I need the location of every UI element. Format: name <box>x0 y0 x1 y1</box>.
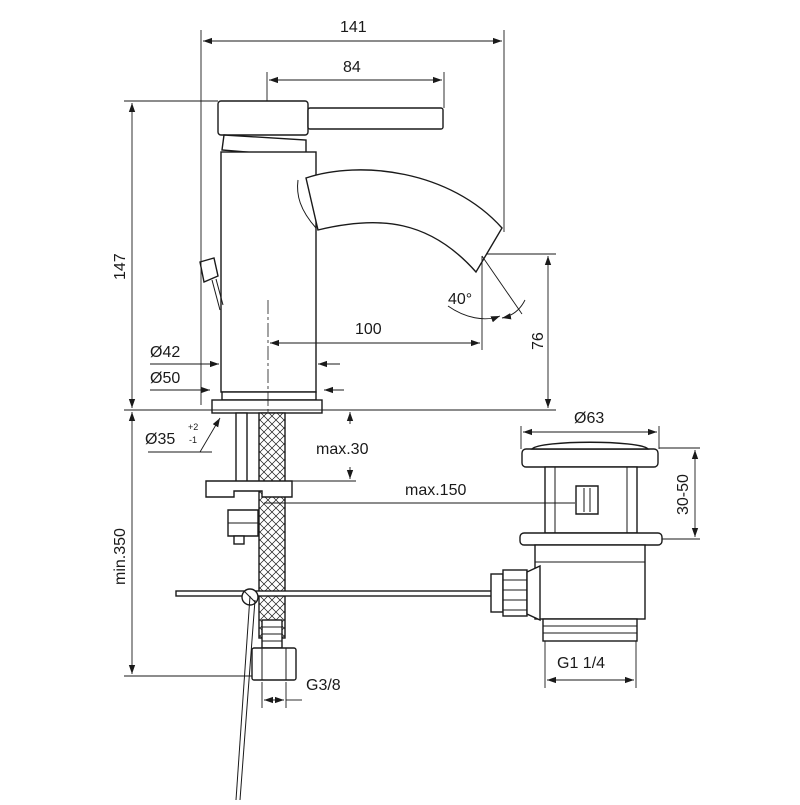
faucet-base <box>221 391 317 401</box>
supply-thread-label: G3/8 <box>306 677 341 694</box>
waste-lift-label: 30-50 <box>675 474 692 515</box>
hole-tolerance-plus-label: +2 <box>188 422 198 432</box>
dimension-labels: 141 84 147 40° 100 76 Ø42 Ø50 Ø35 +2 -1 … <box>112 19 692 694</box>
spout-reach-label: 100 <box>355 321 382 338</box>
waste-diameter-label: Ø63 <box>574 410 604 427</box>
spout-angle-label: 40° <box>448 291 472 308</box>
side-connector-nut <box>490 573 504 613</box>
faucet <box>199 100 503 415</box>
mounting-assembly <box>175 412 497 801</box>
supply-nut <box>251 647 297 681</box>
waste-flange <box>519 532 663 546</box>
max-length-label: max.150 <box>405 482 466 499</box>
total-height-label: 147 <box>112 253 129 280</box>
faucet-body <box>220 151 317 393</box>
control-rod <box>235 595 251 801</box>
spout <box>305 169 503 274</box>
waste-cap <box>521 448 659 468</box>
popup-rod <box>175 590 497 597</box>
base-diameter-label: Ø50 <box>150 370 180 387</box>
dimension-lines <box>124 30 700 708</box>
body-diameter-label: Ø42 <box>150 344 180 361</box>
waste-thread-label: G1 1/4 <box>557 655 605 672</box>
lever-length-label: 84 <box>343 59 361 76</box>
hole-diameter-label: Ø35 <box>145 431 175 448</box>
mounting-flange <box>211 399 323 414</box>
waste-thread-body <box>542 618 638 642</box>
threaded-rod <box>235 412 248 484</box>
min-length-label: min.350 <box>112 528 129 585</box>
waste-valve <box>490 441 663 642</box>
lever-handle <box>217 100 444 158</box>
popup-rod-knob <box>199 257 224 311</box>
hole-tolerance-minus-label: -1 <box>189 435 197 445</box>
max-thickness-label: max.30 <box>316 441 369 458</box>
overall-width-label: 141 <box>340 19 367 36</box>
mounting-plate <box>205 480 293 498</box>
spout-height-label: 76 <box>530 332 547 350</box>
